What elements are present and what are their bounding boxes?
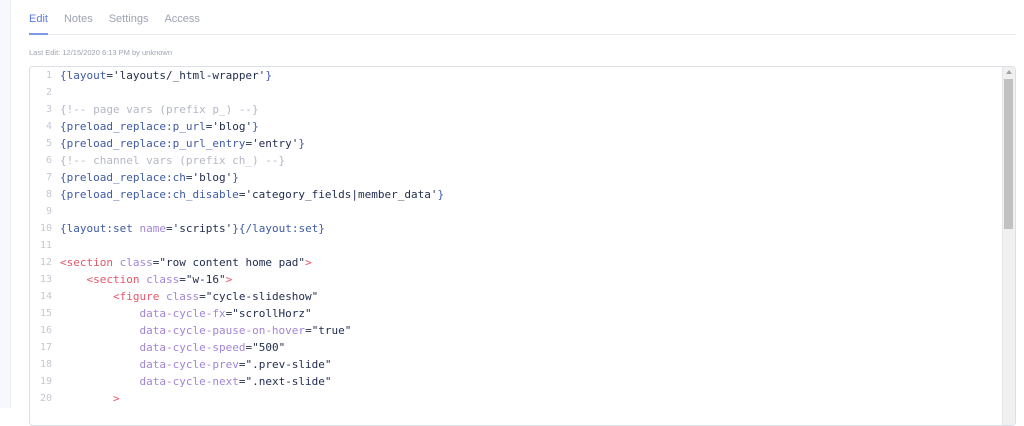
code-line[interactable]: 8 {preload_replace:ch_disable='category_f… xyxy=(30,186,1001,203)
code-line[interactable]: 14 <figure class="cycle-slideshow" xyxy=(30,288,1001,305)
code-line[interactable]: 2 xyxy=(30,84,1001,101)
line-number: 20 xyxy=(39,393,52,404)
code-line[interactable]: 11 xyxy=(30,237,1001,254)
line-number: 10 xyxy=(39,223,52,234)
line-number: 4 xyxy=(45,121,52,132)
last-edit-info: Last Edit: 12/15/2020 6:13 PM by unknown xyxy=(29,48,173,57)
code-line[interactable]: 7 {preload_replace:ch='blog'} xyxy=(30,169,1001,186)
line-number: 3 xyxy=(45,104,52,115)
line-number: 17 xyxy=(39,342,52,353)
code-line[interactable]: 18 data-cycle-prev=".prev-slide" xyxy=(30,356,1001,373)
code-lines[interactable]: 1 {layout='layouts/_html-wrapper'} 2 3 {!-- … xyxy=(30,67,1001,407)
line-number: 6 xyxy=(45,155,52,166)
line-text: data-cycle-fx="scrollHorz" xyxy=(139,307,312,320)
line-text: <section class="row content home pad"> xyxy=(60,256,312,269)
left-rail xyxy=(0,0,11,408)
line-text: > xyxy=(112,392,120,405)
code-line[interactable]: 17 data-cycle-speed="500" xyxy=(30,339,1001,356)
code-line[interactable]: 4 {preload_replace:p_url='blog'} xyxy=(30,118,1001,135)
line-text: {preload_replace:ch_disable='category_fi… xyxy=(60,188,445,201)
line-number: 18 xyxy=(39,359,52,370)
line-text: <figure class="cycle-slideshow" xyxy=(112,290,319,303)
line-number: 12 xyxy=(39,257,52,268)
code-line[interactable]: 3 {!-- page vars (prefix p_) --} xyxy=(30,101,1001,118)
line-number: 2 xyxy=(45,87,52,98)
tab-bar: Edit Notes Settings Access xyxy=(29,0,1016,35)
line-text: data-cycle-next=".next-slide" xyxy=(139,375,332,388)
line-number: 14 xyxy=(39,291,52,302)
line-text: data-cycle-speed="500" xyxy=(139,341,286,354)
code-line[interactable]: 15 data-cycle-fx="scrollHorz" xyxy=(30,305,1001,322)
line-text: {!-- channel vars (prefix ch_) --} xyxy=(60,154,286,167)
line-text: {preload_replace:p_url='blog'} xyxy=(60,120,259,133)
code-line[interactable]: 13 <section class="w-16"> xyxy=(30,271,1001,288)
tab-edit[interactable]: Edit xyxy=(29,0,48,35)
line-text: data-cycle-pause-on-hover="true" xyxy=(139,324,352,337)
line-text: data-cycle-prev=".prev-slide" xyxy=(139,358,332,371)
tab-settings[interactable]: Settings xyxy=(108,13,149,25)
scrollbar-thumb[interactable] xyxy=(1004,79,1013,229)
line-number: 13 xyxy=(39,274,52,285)
tab-notes[interactable]: Notes xyxy=(63,13,93,25)
line-text: {preload_replace:ch='blog'} xyxy=(60,171,239,184)
line-text: <section class="w-16"> xyxy=(86,273,233,286)
line-number: 7 xyxy=(45,172,52,183)
code-line[interactable]: 16 data-cycle-pause-on-hover="true" xyxy=(30,322,1001,339)
code-line[interactable]: 20 > xyxy=(30,390,1001,407)
line-number: 16 xyxy=(39,325,52,336)
code-line[interactable]: 1 {layout='layouts/_html-wrapper'} xyxy=(30,67,1001,84)
line-number: 1 xyxy=(45,70,52,81)
line-number: 8 xyxy=(45,189,52,200)
line-number: 19 xyxy=(39,376,52,387)
code-line[interactable]: 6 {!-- channel vars (prefix ch_) --} xyxy=(30,152,1001,169)
scroll-up-arrow-icon[interactable] xyxy=(1006,70,1012,74)
line-number: 15 xyxy=(39,308,52,319)
line-text: {!-- page vars (prefix p_) --} xyxy=(60,103,259,116)
code-line[interactable]: 12 <section class="row content home pad"> xyxy=(30,254,1001,271)
code-line[interactable]: 5 {preload_replace:p_url_entry='entry'} xyxy=(30,135,1001,152)
line-number: 11 xyxy=(39,240,52,251)
tab-access[interactable]: Access xyxy=(164,13,200,25)
code-line[interactable]: 9 xyxy=(30,203,1001,220)
line-number: 9 xyxy=(45,206,52,217)
code-editor[interactable]: 1 {layout='layouts/_html-wrapper'} 2 3 {!-- … xyxy=(29,66,1016,426)
line-text: {layout:set name='scripts'}{/layout:set} xyxy=(60,222,325,235)
line-number: 5 xyxy=(45,138,52,149)
line-text: {preload_replace:p_url_entry='entry'} xyxy=(60,137,306,150)
line-text: {layout='layouts/_html-wrapper'} xyxy=(60,69,272,82)
code-line[interactable]: 10 {layout:set name='scripts'}{/layout:se… xyxy=(30,220,1001,237)
vertical-scrollbar[interactable] xyxy=(1002,67,1015,425)
code-line[interactable]: 19 data-cycle-next=".next-slide" xyxy=(30,373,1001,390)
